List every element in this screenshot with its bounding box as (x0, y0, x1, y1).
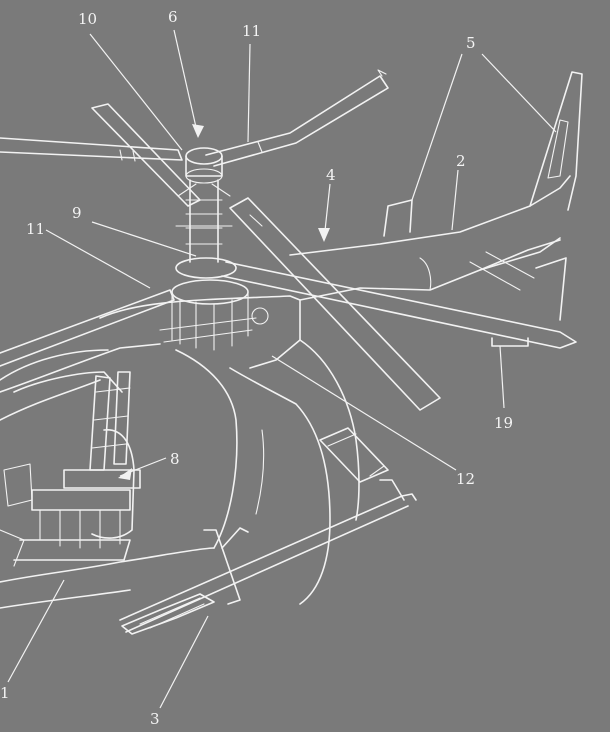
callout-9: 9 (72, 204, 82, 222)
leader-10 (89, 33, 183, 151)
main-rotor-blades (0, 69, 577, 411)
callout-11-left: 11 (26, 220, 45, 238)
callout-2: 2 (456, 152, 466, 170)
leader-11-top (247, 43, 251, 143)
callout-5: 5 (466, 34, 476, 52)
callout-12: 12 (456, 470, 475, 488)
leader-5-a (411, 53, 463, 201)
leader-9 (91, 221, 197, 257)
leader-2 (451, 169, 459, 231)
callout-1: 1 (0, 684, 10, 702)
callout-4: 4 (326, 166, 336, 184)
callout-10: 10 (78, 10, 97, 28)
skid-landing-gear (119, 427, 417, 635)
leader-6 (173, 29, 199, 137)
tail-boom (289, 71, 583, 347)
callout-6: 6 (168, 8, 178, 26)
callout-8: 8 (170, 450, 180, 468)
cockpit-structure (0, 371, 141, 567)
leader-5-b (481, 53, 557, 133)
fuselage (0, 295, 360, 609)
leader-lines (7, 29, 557, 709)
leader-12 (271, 355, 457, 471)
leader-19 (499, 345, 505, 409)
callout-3: 3 (150, 710, 160, 728)
leader-11-left (45, 229, 151, 289)
rotor-hub-mast (159, 147, 269, 351)
leader-3 (159, 615, 209, 709)
callout-19: 19 (494, 414, 513, 432)
callout-labels: 10 6 11 5 2 4 9 11 19 8 12 1 3 (0, 8, 513, 728)
leader-1 (7, 579, 65, 683)
callout-11-top: 11 (242, 22, 261, 40)
